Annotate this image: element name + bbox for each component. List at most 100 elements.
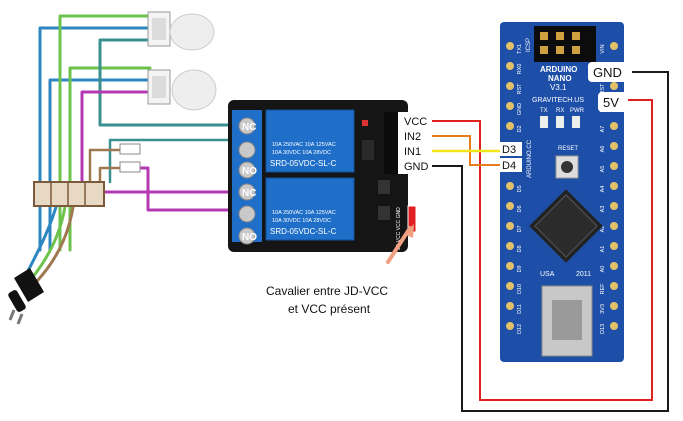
wire-brown [88, 148, 122, 184]
control-wires [432, 71, 669, 412]
transistor-1 [378, 180, 390, 194]
led-tx: TX [540, 108, 548, 114]
wire-blue [38, 26, 152, 252]
right-pin-label-3v3: 3V3 [600, 304, 606, 314]
optocoupler [362, 140, 374, 160]
right-pin-pads [610, 42, 618, 330]
right-pin-label-a3: A3 [600, 206, 606, 213]
relay-1-model: SRD-05VDC-SL-C [270, 159, 336, 168]
wire-magenta-2 [118, 166, 234, 212]
wire-vcc-red [432, 99, 653, 401]
terminal-block-icon [33, 181, 105, 207]
left-pin-label-d12: D12 [517, 324, 523, 334]
callout-5v [598, 92, 628, 112]
left-pin-pads [506, 42, 514, 330]
right-pin-label-a0: A0 [600, 266, 606, 273]
right-pin-label-vin: VIN [600, 44, 606, 53]
icsp-header [534, 26, 596, 62]
annotation-line-2: et VCC présent [288, 302, 371, 316]
led-pwr: PWR [570, 108, 585, 114]
arduino-board [500, 22, 624, 362]
right-pin-label-a5: A5 [600, 166, 606, 173]
left-pin-label-tx1: TX1 [517, 44, 523, 54]
board-usa: USA [540, 271, 555, 278]
left-pin-label-d5: D5 [517, 185, 523, 192]
annotation-line-1: Cavalier entre JD-VCC [266, 284, 388, 298]
wire-connectors [119, 143, 141, 173]
callout-5v-text: 5V [603, 95, 619, 110]
right-pin-label-a2: A2 [600, 226, 606, 233]
right-pin-label-a1: A1 [600, 246, 606, 253]
left-pin-label-rx0: RX0 [517, 64, 523, 75]
arduino-callouts: GND 5V D3 D4 [500, 62, 632, 172]
relay-pin-labels: VCC IN2 IN1 GND [398, 112, 432, 174]
right-pin-label-a4: A4 [600, 186, 606, 193]
wire-magenta [80, 90, 234, 194]
lamp-top [147, 11, 215, 51]
relay-1-rating-b: 10A 30VDC 10A 28VDC [272, 150, 331, 156]
plug-icon [8, 268, 44, 325]
wire-brown-2 [98, 166, 122, 184]
callout-gnd [588, 62, 632, 82]
terminal-label-1: NC [242, 122, 256, 133]
screw-terminals [232, 110, 262, 245]
wire-green [58, 14, 152, 252]
pin-in1: IN1 [404, 146, 421, 158]
lamp-bottom [147, 69, 217, 111]
board-name-1: ARDUINO [540, 65, 577, 74]
usb-connector-icon [541, 285, 593, 357]
bulb-icon [171, 69, 217, 111]
jumper-label: JD-VCC VCC GND [396, 207, 402, 250]
wire-gnd-black [432, 71, 669, 412]
right-pin-label-rst: RST [600, 83, 606, 95]
right-pin-label-ref: REF [600, 283, 606, 295]
callout-gnd-text: GND [593, 65, 622, 80]
reset-label: RESET [558, 146, 578, 152]
board-name-3: V3.1 [550, 83, 567, 92]
relay-1-rating-a: 10A 250VAC 10A 125VAC [272, 142, 336, 148]
terminal-label-2: NO [242, 166, 257, 177]
pin-vcc: VCC [404, 116, 427, 128]
left-pin-label-d10: D10 [517, 284, 523, 294]
callout-d3 [500, 142, 522, 156]
led-1 [362, 120, 368, 126]
left-pin-label-d8: D8 [517, 245, 523, 252]
chip-icon [529, 189, 603, 263]
relay-2-model: SRD-05VDC-SL-C [270, 227, 336, 236]
board-year: 2011 [576, 271, 591, 278]
left-pin-label-d6: D6 [517, 205, 523, 212]
callout-d4 [500, 158, 522, 172]
relay-2-rating-b: 10A 30VDC 10A 28VDC [272, 218, 331, 224]
plug-cable-3 [36, 198, 76, 282]
left-pin-label-d9: D9 [517, 265, 523, 272]
connector-2 [119, 161, 141, 173]
right-pin-label-d13: D13 [600, 324, 606, 334]
left-pin-label-rst: RST [517, 83, 523, 95]
transistor-2 [378, 206, 390, 220]
callout-d3-text: D3 [502, 144, 516, 156]
left-pin-label-gnd: GND [517, 103, 523, 115]
wire-teal [98, 38, 234, 127]
terminal-label-3: NC [242, 188, 256, 199]
right-pin-labels: VINGNDRST5VA7A6A5A4A3A2A1A0REF3V3D13 [600, 44, 606, 334]
left-pin-label-d7: D7 [517, 225, 523, 232]
pin-gnd: GND [404, 161, 429, 173]
board-name-2: NANO [548, 74, 572, 83]
plug-cable-2 [30, 198, 68, 280]
terminal-label-4: NO [242, 232, 257, 243]
icsp-label: ICSP [526, 38, 532, 52]
right-pin-label-a7: A7 [600, 126, 606, 133]
right-pin-label-a6: A6 [600, 146, 606, 153]
relay-module: NC NO NC NO 10A 250VAC 10A 125VAC 10A 30… [228, 100, 417, 252]
left-pin-label-d2: D2 [517, 125, 523, 132]
left-pin-label-d11: D11 [517, 304, 523, 314]
callout-d4-text: D4 [502, 160, 516, 172]
pin-in2: IN2 [404, 131, 421, 143]
left-pin-labels: TX1RX0RSTGNDD2D3D4D5D6D7D8D9D10D11D12 [517, 44, 523, 334]
board-side: ARDUINO.CC [527, 139, 533, 178]
pin-header [384, 112, 398, 174]
bulb-icon [169, 13, 215, 51]
relay-2 [265, 177, 355, 241]
